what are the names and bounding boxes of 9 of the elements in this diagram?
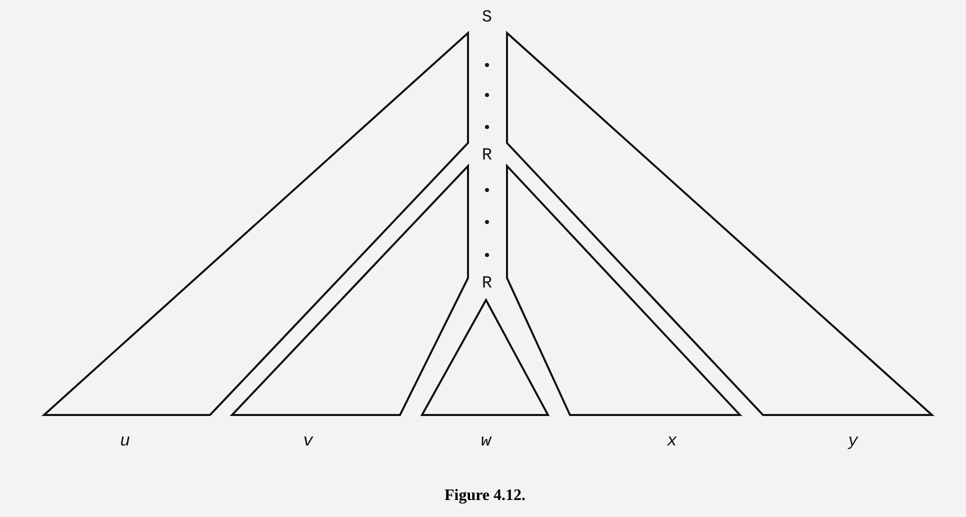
substring-label: v: [302, 434, 314, 450]
substring-label: y: [848, 434, 858, 450]
substring-label: u: [120, 434, 130, 450]
substring-label: w: [480, 434, 492, 450]
nonterminal-label: R: [482, 276, 492, 292]
nonterminal-label: S: [482, 10, 492, 26]
substring-label: x: [666, 434, 678, 450]
figure-caption: Figure 4.12.: [444, 487, 526, 505]
nonterminal-label: R: [482, 148, 492, 164]
